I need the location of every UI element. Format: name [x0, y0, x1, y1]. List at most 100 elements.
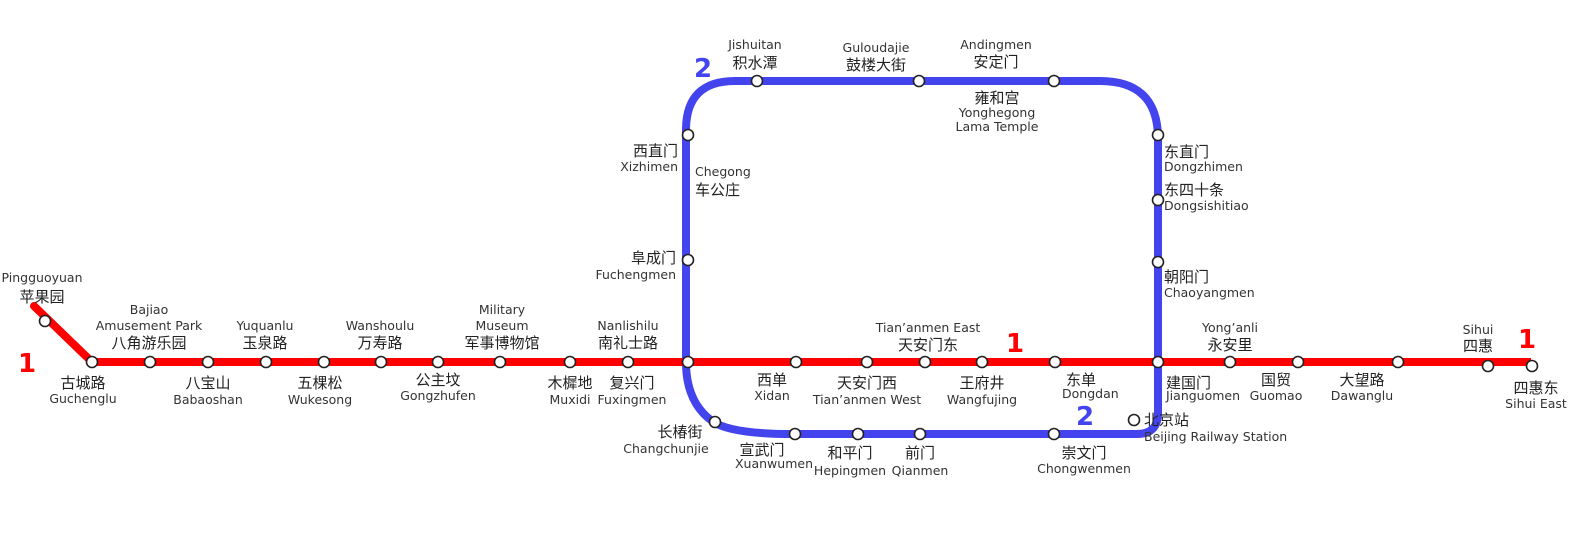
station-marker-fuchengmen[interactable] — [681, 253, 695, 267]
station-en-yonghegong-1: Yonghegong — [958, 105, 1036, 120]
station-en-dawanglu: Dawanglu — [1331, 388, 1393, 403]
station-zh-xuanwumen: 宣武门 — [739, 441, 784, 459]
station-marker-gongzhufen[interactable] — [431, 355, 445, 369]
station-zh-dongdan: 东单 — [1066, 371, 1096, 389]
station-zh-guchenglu: 古城路 — [60, 374, 105, 392]
station-zh-gongzhufen: 公主坟 — [415, 371, 460, 389]
line-2-label-northwest: 2 — [694, 54, 712, 84]
station-zh-sihuieast: 四惠东 — [1513, 379, 1558, 397]
line-1-west-branch-track — [30, 302, 96, 366]
station-marker-wukesong[interactable] — [317, 355, 331, 369]
station-marker-tiananmeneast[interactable] — [918, 355, 932, 369]
station-marker-tiananmenwest[interactable] — [860, 355, 874, 369]
station-zh-fuchengmen: 阜成门 — [631, 249, 676, 267]
station-zh-guloudajie: 鼓楼大街 — [846, 56, 906, 74]
station-en-dongsishitiao: Dongsishitiao — [1164, 198, 1249, 213]
station-zh-nanlishilu: 南礼士路 — [598, 334, 658, 352]
station-en-chegong: Chegong — [695, 164, 751, 179]
station-marker-changchunjie[interactable] — [708, 415, 722, 429]
station-en-jianguomen: Jianguomen — [1165, 388, 1240, 403]
station-en-pingguoyuan: Pingguoyuan — [2, 270, 83, 285]
station-markers — [38, 74, 1539, 441]
station-zh-dongzhimen: 东直门 — [1164, 143, 1209, 161]
station-en-chaoyangmen: Chaoyangmen — [1164, 285, 1255, 300]
station-marker-xidan[interactable] — [789, 355, 803, 369]
station-zh-military: 军事博物馆 — [464, 334, 539, 352]
station-en-yonganli: Yong’anli — [1201, 320, 1258, 335]
station-en-guchenglu: Guchenglu — [49, 391, 116, 406]
station-en-fuxingmen: Fuxingmen — [598, 392, 667, 407]
station-zh-qianmen: 前门 — [905, 444, 935, 462]
station-zh-tiananmenwest: 天安门西 — [837, 374, 897, 392]
station-zh-bajiao: 八角游乐园 — [111, 334, 186, 352]
station-marker-jianguomen[interactable] — [1151, 355, 1165, 369]
station-marker-xuanwumen[interactable] — [788, 427, 802, 441]
station-zh-sihui: 四惠 — [1463, 337, 1493, 355]
station-marker-yonghegong[interactable] — [1047, 74, 1061, 88]
station-marker-jishuitan[interactable] — [750, 74, 764, 88]
station-marker-wangfujing[interactable] — [975, 355, 989, 369]
station-zh-wukesong: 五棵松 — [297, 374, 342, 392]
station-zh-wanshoulu: 万寿路 — [357, 334, 402, 352]
station-marker-qianmen[interactable] — [913, 427, 927, 441]
station-en-chongwenmen: Chongwenmen — [1037, 461, 1131, 476]
station-zh-chongwenmen: 崇文门 — [1061, 444, 1106, 462]
station-marker-pingguoyuan[interactable] — [38, 314, 52, 328]
station-marker-wanshoulu[interactable] — [374, 355, 388, 369]
station-en-bajiao-1: Bajiao — [130, 302, 169, 317]
line-1-label-west: 1 — [18, 349, 36, 379]
station-marker-xizhimen[interactable] — [681, 128, 695, 142]
station-marker-guloudajie[interactable] — [912, 74, 926, 88]
station-en-wukesong: Wukesong — [288, 392, 352, 407]
station-en-changchunjie: Changchunjie — [623, 441, 709, 456]
station-en-dongdan: Dongdan — [1062, 386, 1119, 401]
station-marker-dongsishitiao[interactable] — [1151, 193, 1165, 207]
station-en-guloudajie: Guloudajie — [843, 40, 910, 55]
station-en-wanshoulu: Wanshoulu — [346, 318, 415, 333]
station-marker-dongzhimen[interactable] — [1151, 128, 1165, 142]
station-marker-muxidi[interactable] — [563, 355, 577, 369]
station-zh-wangfujing: 王府井 — [959, 374, 1004, 392]
station-marker-chongwenmen[interactable] — [1047, 427, 1061, 441]
station-zh-xizhimen: 西直门 — [633, 142, 678, 160]
line-2-loop-track — [682, 77, 1162, 438]
line-1-label-east: 1 — [1518, 325, 1536, 355]
station-marker-babaoshan[interactable] — [201, 355, 215, 369]
station-marker-beijingrailway[interactable] — [1127, 413, 1141, 427]
station-en-tiananmeneast: Tian’anmen East — [875, 320, 981, 335]
station-zh-jianguomen: 建国门 — [1166, 374, 1211, 392]
station-en-babaoshan: Babaoshan — [173, 392, 243, 407]
station-marker-military[interactable] — [493, 355, 507, 369]
station-marker-hepingmen[interactable] — [851, 427, 865, 441]
station-zh-guomao: 国贸 — [1261, 371, 1291, 389]
station-zh-changchunjie: 长椿街 — [657, 423, 702, 441]
station-zh-andingmen: 安定门 — [973, 53, 1018, 71]
line-1-label-center: 1 — [1006, 329, 1024, 359]
station-en-qianmen: Qianmen — [892, 463, 949, 478]
station-marker-yuquanlu[interactable] — [259, 355, 273, 369]
station-zh-chaoyangmen: 朝阳门 — [1164, 268, 1209, 286]
station-zh-jishuitan: 积水潭 — [732, 54, 777, 72]
station-marker-chaoyangmen[interactable] — [1151, 255, 1165, 269]
station-zh-pingguoyuan: 苹果园 — [19, 288, 64, 306]
station-en-sihui: Sihui — [1463, 322, 1494, 337]
station-marker-nanlishilu[interactable] — [621, 355, 635, 369]
station-marker-fuxingmen[interactable] — [681, 355, 695, 369]
station-zh-babaoshan: 八宝山 — [185, 374, 230, 392]
station-zh-hepingmen: 和平门 — [827, 444, 872, 462]
station-marker-sihui[interactable] — [1481, 359, 1495, 373]
station-zh-muxidi: 木樨地 — [547, 374, 592, 392]
station-en-dongzhimen: Dongzhimen — [1164, 159, 1243, 174]
station-en-xuanwumen: Xuanwumen — [735, 456, 813, 471]
station-marker-yonganli[interactable] — [1223, 355, 1237, 369]
station-marker-dongdan[interactable] — [1048, 355, 1062, 369]
station-zh-yonganli: 永安里 — [1207, 336, 1252, 354]
station-en-military-2: Museum — [475, 318, 528, 333]
station-marker-guchenglu[interactable] — [85, 355, 99, 369]
station-marker-bajiao[interactable] — [143, 355, 157, 369]
station-marker-guomao[interactable] — [1291, 355, 1305, 369]
station-marker-sihuieast[interactable] — [1525, 359, 1539, 373]
station-en-beijingrailway: Beijing Railway Station — [1144, 429, 1287, 444]
station-marker-dawanglu[interactable] — [1391, 355, 1405, 369]
station-zh-tiananmeneast: 天安门东 — [898, 336, 958, 354]
